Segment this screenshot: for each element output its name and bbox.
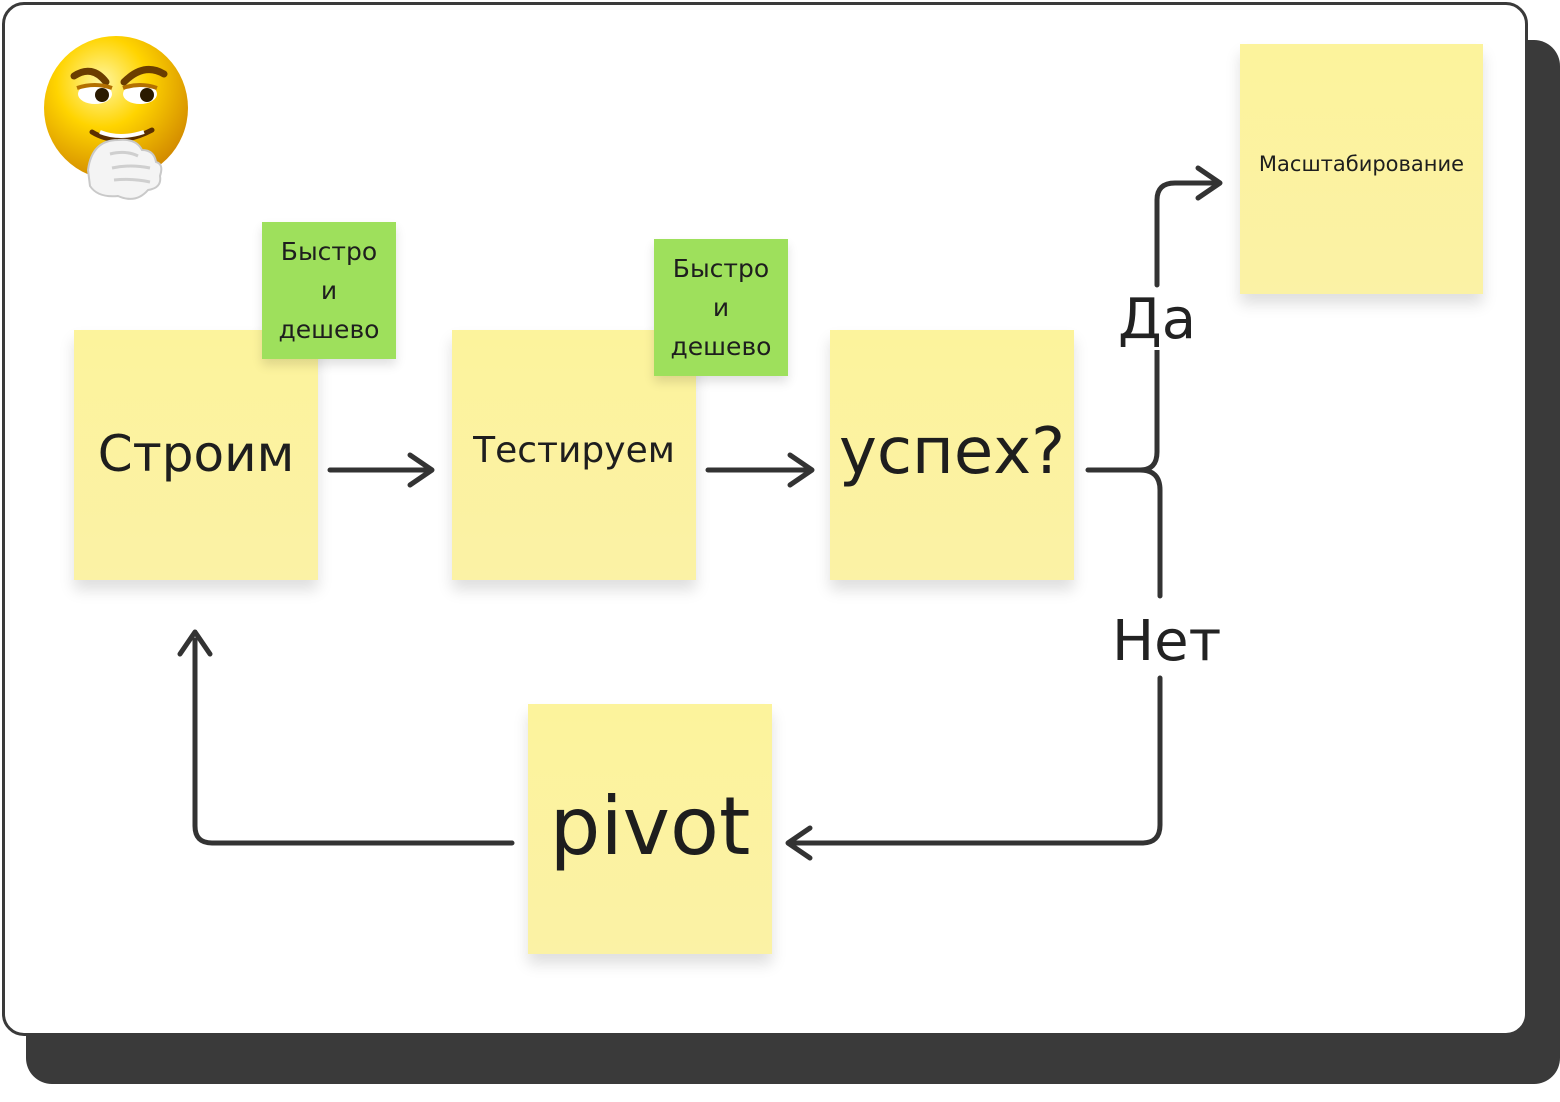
sticky-success-label: успех? bbox=[838, 415, 1066, 489]
note-line: дешево bbox=[670, 332, 772, 361]
note-line: дешево bbox=[278, 315, 380, 344]
sticky-scale-label: Масштабирование bbox=[1258, 152, 1465, 176]
note-test-fast-cheap[interactable]: Быстро и дешево bbox=[654, 239, 788, 376]
sticky-test-label: Тестируем bbox=[473, 429, 675, 471]
sly-thinking-smiley-icon bbox=[44, 36, 188, 200]
sticky-scale[interactable]: Масштабирование bbox=[1240, 44, 1483, 294]
branch-yes-label: Да bbox=[1114, 290, 1201, 350]
note-line: и bbox=[320, 276, 338, 305]
sticky-success[interactable]: успех? bbox=[830, 330, 1074, 580]
sticky-pivot[interactable]: pivot bbox=[528, 704, 772, 954]
sticky-pivot-label: pivot bbox=[549, 779, 751, 873]
branch-no-label: Нет bbox=[1108, 612, 1226, 672]
note-build-fast-cheap[interactable]: Быстро и дешево bbox=[262, 222, 396, 359]
note-line: и bbox=[712, 293, 730, 322]
sticky-test[interactable]: Тестируем bbox=[452, 330, 696, 580]
note-line: Быстро bbox=[280, 237, 378, 266]
note-line: Быстро bbox=[672, 254, 770, 283]
sticky-build[interactable]: Строим bbox=[74, 330, 318, 580]
note-test-text: Быстро и дешево bbox=[671, 249, 772, 366]
note-build-text: Быстро и дешево bbox=[279, 232, 380, 349]
sticky-build-label: Строим bbox=[97, 425, 295, 483]
